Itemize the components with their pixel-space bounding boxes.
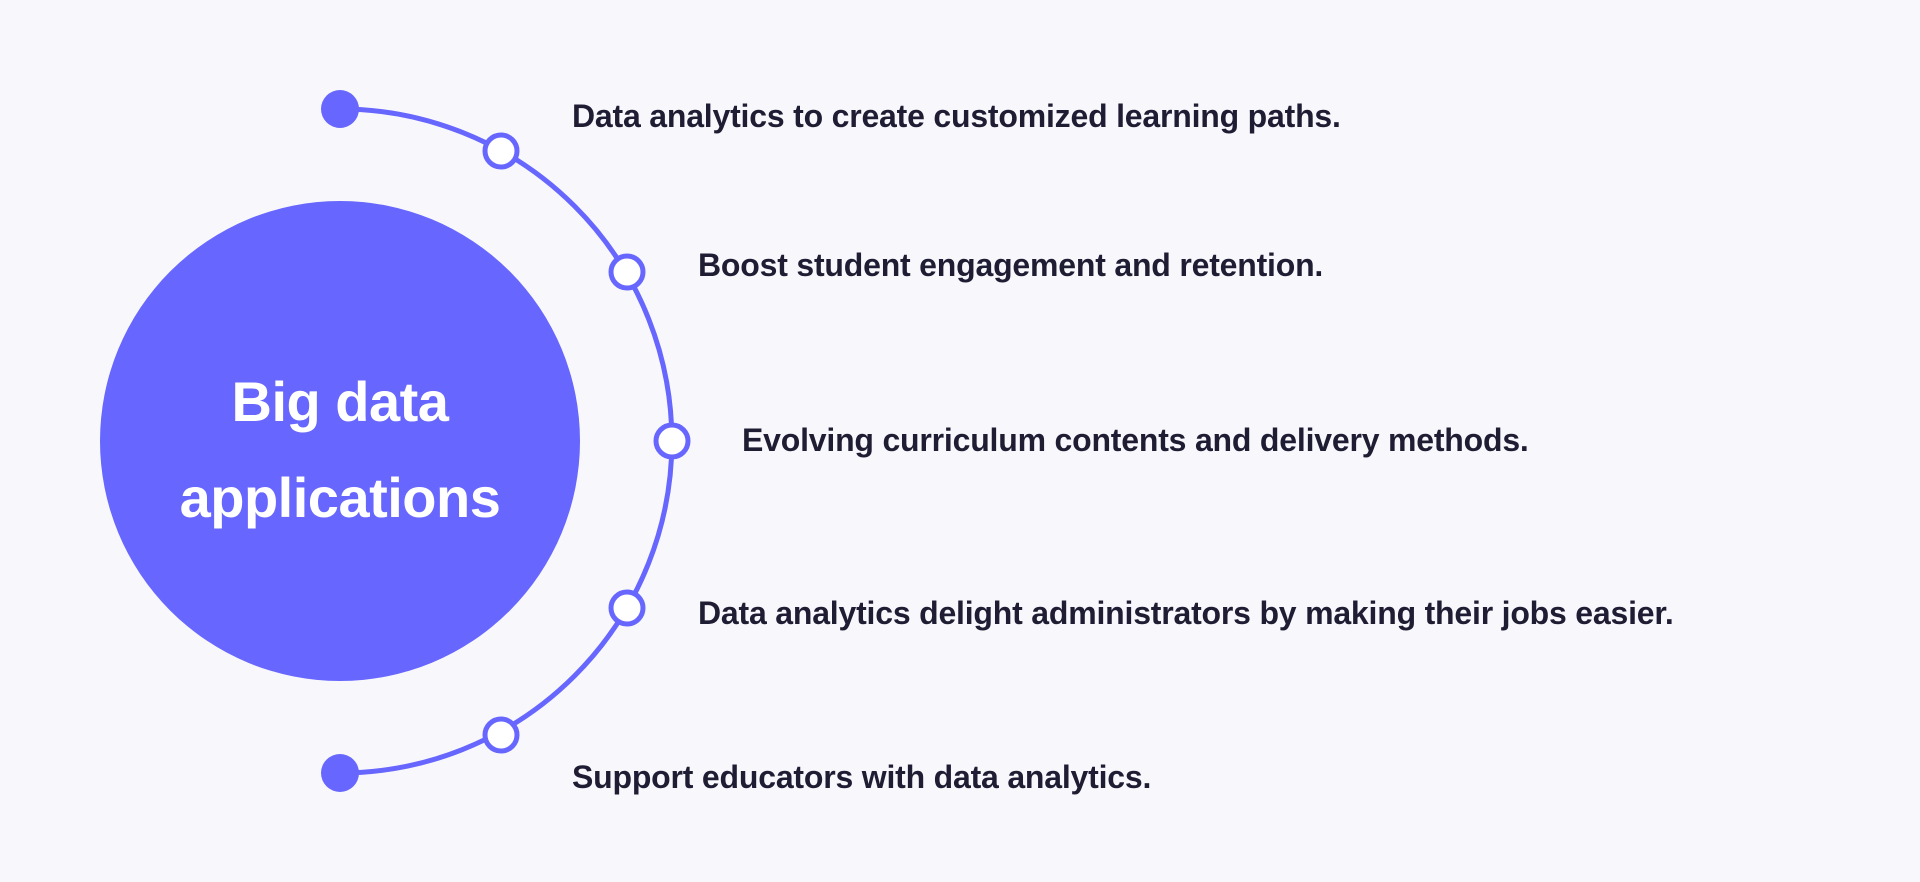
node-2-marker — [608, 253, 646, 291]
hub-circle — [100, 201, 580, 681]
item-label-3: Evolving curriculum contents and deliver… — [742, 422, 1529, 458]
hub-title-line-1: Big data — [231, 370, 449, 433]
arc-endpoint-bottom — [321, 754, 359, 792]
item-label-4: Data analytics delight administrators by… — [698, 595, 1674, 631]
item-label-5: Support educators with data analytics. — [572, 759, 1152, 795]
node-3-marker — [653, 422, 691, 460]
arc-endpoint-top — [321, 90, 359, 128]
item-label-2: Boost student engagement and retention. — [698, 247, 1324, 283]
hub-title-line-2: applications — [179, 466, 501, 529]
item-label-1: Data analytics to create customized lear… — [572, 98, 1341, 134]
node-5-marker — [482, 716, 520, 754]
node-4-marker — [608, 589, 646, 627]
node-1-marker — [482, 132, 520, 170]
hub-title: Big data applications — [100, 354, 580, 546]
